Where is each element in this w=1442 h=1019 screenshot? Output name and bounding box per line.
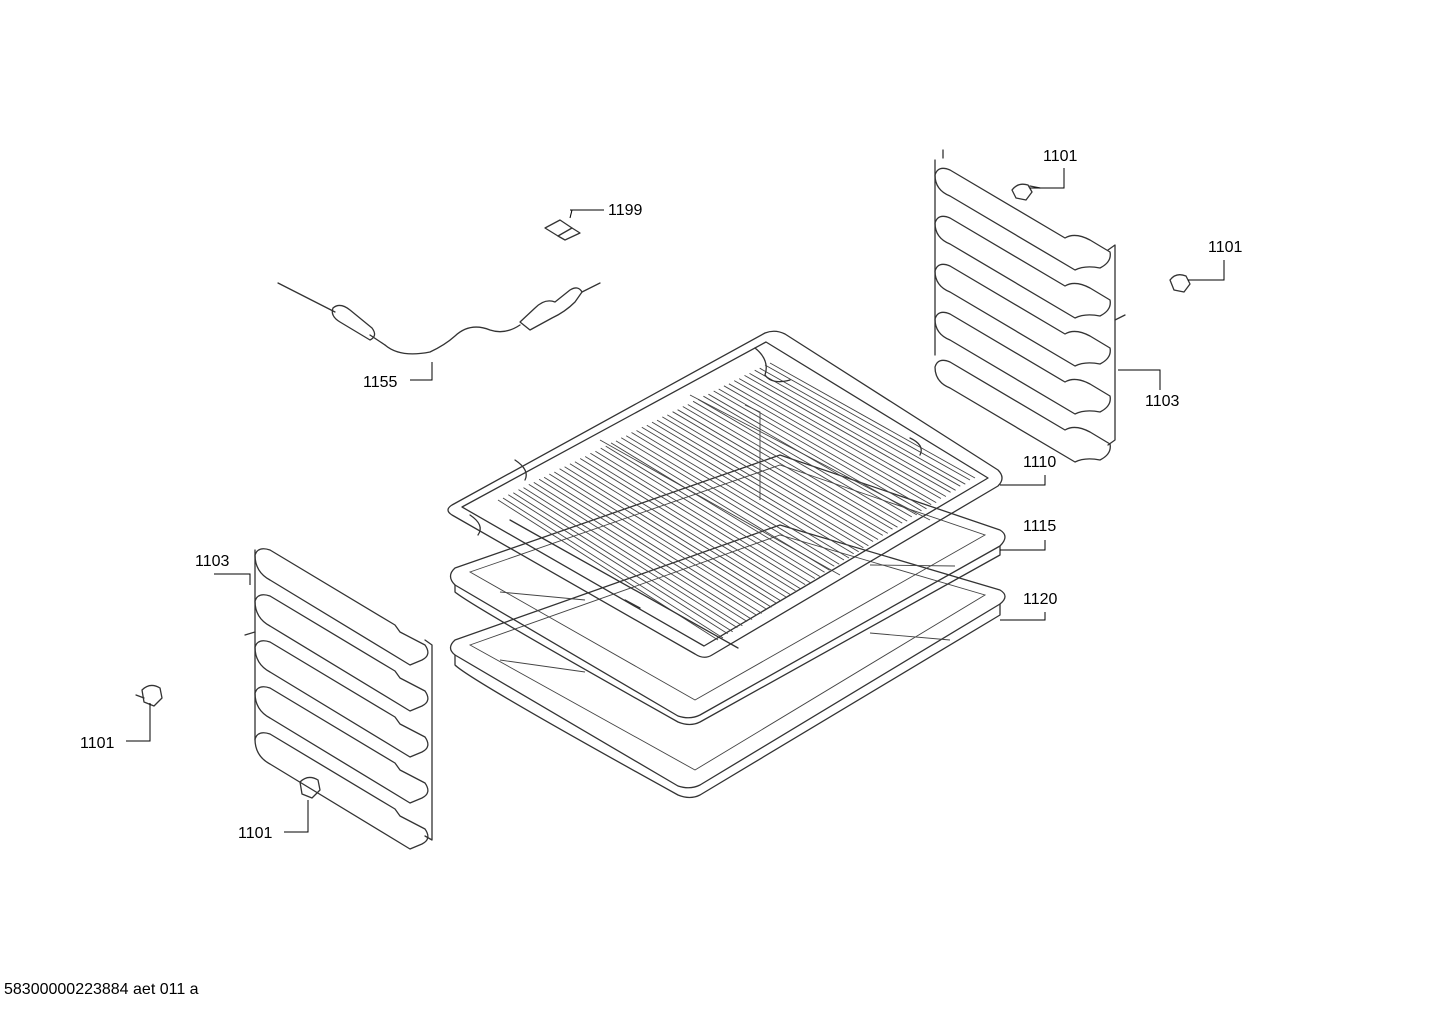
rack-bar (754, 369, 961, 487)
rack-bar (759, 367, 966, 485)
rail-rung (254, 686, 429, 804)
rack-cross-bar (689, 394, 931, 521)
rack-bar (508, 494, 728, 635)
rack-bar (738, 378, 947, 497)
label-1120: 1120 (1023, 591, 1058, 608)
rack-bar (764, 364, 971, 481)
wire-rack-1110 (447, 330, 1003, 658)
rack-bar (564, 466, 782, 602)
rail-rung (934, 263, 1111, 367)
rail-rung (254, 640, 429, 758)
callout-labels: 1101 1101 1103 1110 1115 1120 1155 1199 … (80, 148, 1243, 842)
fixing-1101-a (1011, 183, 1041, 201)
rack-bar (518, 489, 738, 629)
label-1103-left: 1103 (195, 553, 230, 570)
rack-bar (559, 468, 777, 604)
rack-bar (728, 383, 937, 503)
rack-bar (713, 390, 922, 512)
rack-bar (641, 426, 854, 555)
label-1115: 1115 (1023, 518, 1056, 535)
label-1101-left: 1101 (80, 735, 115, 752)
rack-bar (769, 362, 976, 479)
rack-bar (590, 452, 806, 585)
rack-bar (569, 463, 787, 598)
rack-bar (687, 404, 898, 528)
rack-bar (523, 487, 743, 627)
tray-1115 (449, 454, 1006, 726)
rack-bar (533, 482, 753, 620)
label-1101-bottom: 1101 (238, 825, 273, 842)
rack-bar (620, 437, 835, 567)
rack-bar (554, 471, 772, 608)
rack-bar (574, 461, 792, 596)
rack-bar (600, 447, 816, 579)
rack-bar (662, 416, 874, 542)
rack-bar (682, 406, 893, 530)
rack-bar (672, 411, 884, 536)
rack-bar (733, 380, 942, 499)
rack-bar (749, 373, 956, 491)
rack-cross-bar (599, 439, 841, 576)
label-1103-right: 1103 (1145, 393, 1180, 410)
rail-rung (254, 732, 429, 850)
rack-bar (677, 409, 889, 534)
label-1199: 1199 (608, 202, 643, 219)
rack-bar (697, 398, 908, 522)
side-rail-1103-right (934, 149, 1126, 463)
left-rail-rungs (254, 548, 429, 850)
rack-bar (646, 424, 859, 553)
rack-bar (636, 430, 850, 559)
rail-rung (934, 167, 1111, 271)
label-1101-right: 1101 (1208, 239, 1243, 256)
label-1101-top: 1101 (1043, 148, 1078, 165)
rack-bar (610, 442, 825, 573)
fixing-1101-b (1169, 274, 1191, 293)
rail-rung (934, 215, 1111, 319)
rack-bar (605, 445, 821, 577)
meat-probe-1155 (277, 282, 601, 355)
rack-bar (549, 473, 767, 610)
rack-bar (528, 484, 748, 622)
rack-bar (744, 375, 951, 493)
rack-bar (543, 476, 763, 614)
rack-bar (723, 385, 932, 505)
rack-bar (692, 400, 903, 524)
fixing-1101-d (299, 776, 321, 799)
rail-rung (934, 311, 1111, 415)
clip-1199 (544, 219, 581, 241)
label-1110: 1110 (1023, 454, 1056, 471)
rack-cross-bar (509, 519, 739, 649)
label-1155: 1155 (363, 374, 398, 391)
drawing-id-footer: 58300000223884 aet 011 a (4, 981, 199, 998)
leader-lines (126, 168, 1225, 833)
rack-bar (667, 414, 879, 540)
rack-bar (502, 497, 724, 639)
rail-rung (254, 594, 429, 712)
rack-bar (595, 450, 811, 583)
rack-bar (538, 478, 758, 616)
rack-bar (579, 458, 796, 592)
rack-bar (651, 421, 864, 549)
side-rail-1103-left (244, 548, 433, 850)
fixing-1101-c (135, 684, 163, 707)
rack-bar (625, 435, 840, 565)
rack-bar (584, 456, 801, 590)
rail-rung (934, 359, 1111, 463)
rack-bar (631, 432, 845, 561)
right-rail-rungs (934, 167, 1111, 463)
rack-grid-bars (497, 362, 976, 649)
rack-bar (513, 492, 733, 633)
rack-bar (656, 419, 869, 547)
rail-rung (254, 548, 429, 666)
